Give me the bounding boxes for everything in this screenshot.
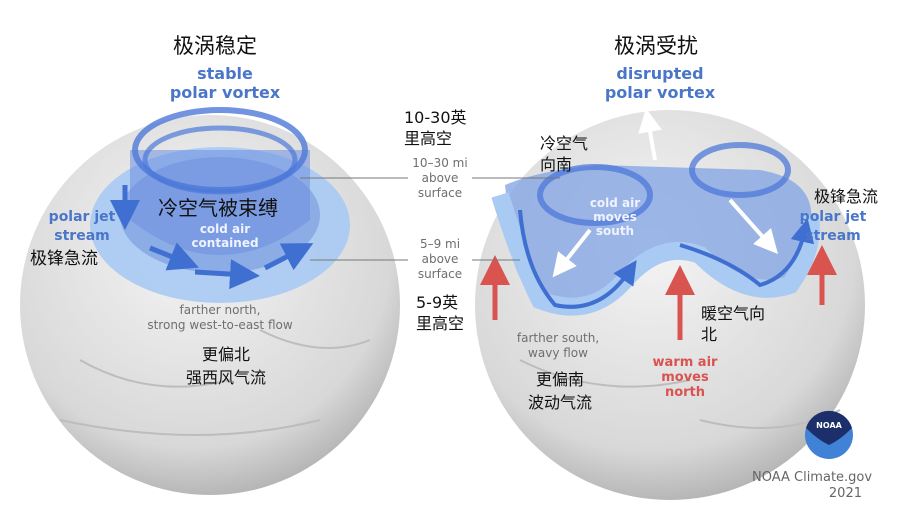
label-line: south — [595, 224, 635, 238]
label-line: farther north, — [179, 303, 261, 317]
label-line: cold air — [199, 222, 251, 236]
label-line: surface — [417, 186, 463, 200]
label-line: 5–9 mi — [419, 237, 461, 251]
left-globe — [20, 107, 400, 495]
label-line: 里高空 — [404, 129, 453, 148]
label-line: above — [421, 252, 459, 266]
left-title: 极涡稳定 — [173, 34, 257, 58]
warm-north-zh: 暖空气向北 — [701, 303, 765, 345]
label-line: farther south, — [516, 331, 600, 345]
label-line: surface — [417, 267, 463, 281]
label-line: 冷空气 — [540, 134, 589, 153]
right-jet-en: polar jet stream — [798, 208, 868, 246]
noaa-logo-icon: NOAA — [805, 410, 853, 459]
label-line: strong west-to-east flow — [147, 318, 293, 332]
right-jet-zh: 极锋急流 — [814, 187, 879, 206]
cold-contained-zh: 冷空气被束缚 — [158, 196, 278, 220]
label-line: 波动气流 — [527, 393, 592, 412]
right-globe — [475, 108, 865, 500]
label-line: moves — [593, 210, 637, 224]
label-line: polar jet — [799, 209, 867, 225]
label-line: 10–30 mi — [412, 156, 468, 170]
left-flow-en: farther north,strong west-to-east flow — [140, 303, 300, 333]
label-line: 更偏南 — [535, 370, 584, 389]
label-line: stable — [197, 64, 253, 83]
right-title: 极涡受扰 — [614, 34, 698, 58]
label-line: contained — [191, 236, 259, 250]
label-line: 暖空气向 — [701, 304, 766, 323]
credit-year: 2021 — [828, 486, 862, 501]
label-line: 里高空 — [416, 314, 465, 333]
label-line: 更偏北 — [201, 345, 250, 364]
label-line: stream — [805, 228, 861, 244]
credit: NOAA Climate.gov 2021 — [752, 470, 873, 502]
label-line: 北 — [701, 325, 718, 344]
label-line: polar jet — [48, 209, 116, 225]
svg-text:NOAA: NOAA — [816, 421, 842, 430]
label-line: north — [664, 385, 706, 400]
label-line: polar vortex — [604, 83, 716, 102]
label-line: cold air — [589, 196, 641, 210]
label-line: 向南 — [540, 155, 573, 174]
label-line: stream — [54, 228, 110, 244]
label-line: moves — [661, 370, 709, 385]
label-line: warm air — [652, 355, 718, 370]
upper-altitude-zh: 10-30英里高空 — [404, 107, 467, 149]
left-jet-zh: 极锋急流 — [30, 249, 98, 269]
credit-source: NOAA Climate.gov — [752, 470, 873, 485]
label-line: wavy flow — [528, 346, 588, 360]
lower-altitude-zh: 5-9英里高空 — [416, 292, 464, 334]
label-line: polar vortex — [169, 83, 281, 102]
label-line: 强西风气流 — [185, 368, 266, 387]
label-line: above — [421, 171, 459, 185]
label-line: 10-30英 — [404, 108, 467, 127]
cold-south-zh: 冷空气向南 — [540, 133, 588, 175]
label-line: 5-9英 — [416, 293, 459, 312]
left-jet-en: polar jet stream — [42, 208, 122, 246]
right-flow-en: farther south,wavy flow — [508, 331, 608, 361]
right-flow-zh: 更偏南波动气流 — [520, 368, 600, 414]
label-line: disrupted — [616, 64, 704, 83]
left-flow-zh: 更偏北强西风气流 — [181, 343, 271, 389]
